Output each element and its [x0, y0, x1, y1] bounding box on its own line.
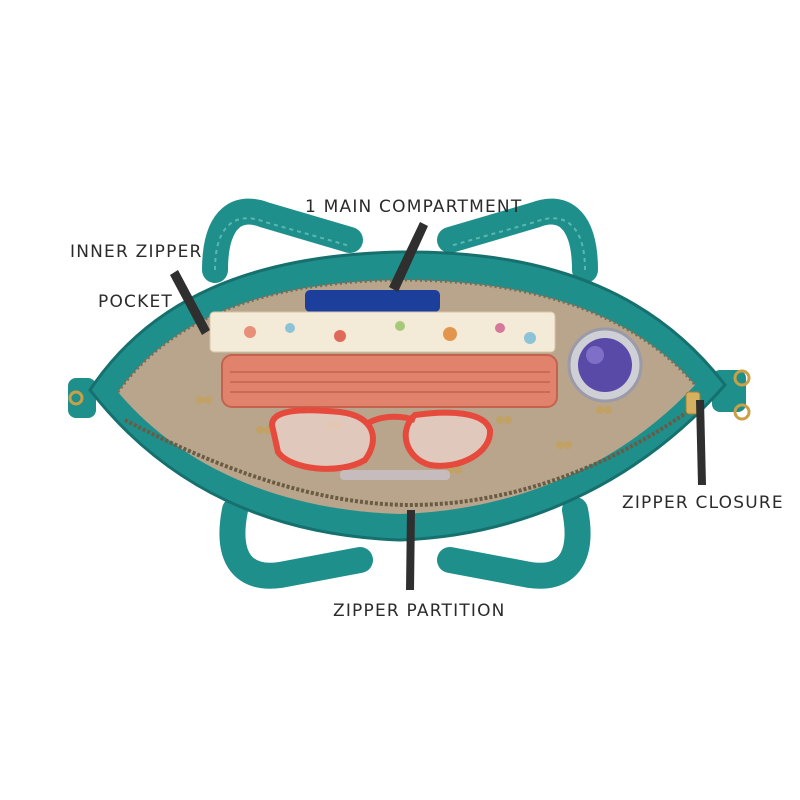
coral-wallet: [221, 354, 558, 408]
zipper-partition-line: [124, 408, 692, 508]
sunglasses: [268, 407, 494, 480]
purple-jar: [567, 327, 643, 403]
arrow-zipper-closure: [696, 400, 706, 485]
arrow-main-compartment: [389, 222, 428, 292]
label-inner-zipper-line1: INNER ZIPPER: [70, 242, 203, 262]
phone-item: [305, 290, 440, 312]
label-inner-zipper-line2: POCKET: [98, 292, 173, 312]
bottom-handles: [219, 497, 591, 589]
label-zipper-closure: ZIPPER CLOSURE: [622, 493, 784, 513]
callout-arrows: [170, 222, 706, 590]
side-strap-rings: [68, 369, 751, 421]
label-main-compartment: 1 MAIN COMPARTMENT: [305, 197, 523, 217]
arrow-inner-zipper: [170, 270, 210, 335]
label-zipper-partition: ZIPPER PARTITION: [333, 601, 506, 621]
arrow-zipper-partition: [406, 510, 415, 590]
floral-notebook: [209, 311, 556, 353]
top-handles: [202, 198, 598, 283]
